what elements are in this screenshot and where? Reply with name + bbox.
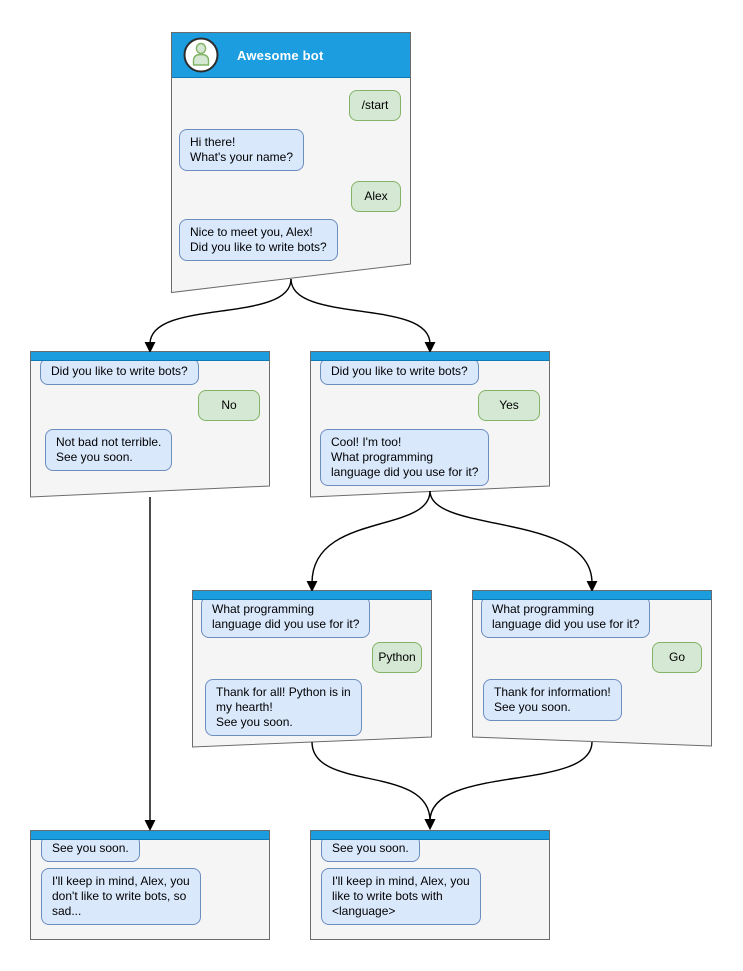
chat-window-branch-python: What programming language did you use fo… (192, 590, 432, 747)
bot-message-bubble: What programming language did you use fo… (481, 596, 651, 638)
user-message-bubble: Python (372, 642, 422, 673)
bot-message-bubble: What programming language did you use fo… (201, 596, 371, 638)
bot-message-bubble: I'll keep in mind, Alex, you like to wri… (321, 868, 481, 925)
user-message-bubble: No (198, 390, 260, 421)
chat-window-branch-go: What programming language did you use fo… (472, 590, 712, 746)
bot-name-title: Awesome bot (237, 47, 324, 63)
titlebar (193, 591, 431, 600)
edge-yes-to-python (306, 490, 431, 592)
edge-root-to-yes (290, 278, 436, 353)
chat-window-branch-no: Did you like to write bots? No Not bad n… (30, 351, 270, 497)
titlebar (473, 591, 711, 600)
user-message-bubble: Alex (351, 181, 401, 212)
edge-yes-to-go (429, 490, 598, 592)
chat-window-root: Awesome bot /start Hi there! What's your… (171, 32, 411, 293)
titlebar (31, 352, 269, 361)
bot-message-bubble: Nice to meet you, Alex! Did you like to … (179, 219, 338, 261)
user-message-bubble: Yes (478, 390, 540, 421)
bot-message-bubble: Cool! I'm too! What programming language… (320, 429, 490, 486)
chat-window-end-yes: See you soon. I'll keep in mind, Alex, y… (310, 830, 550, 940)
chat-window-end-no: See you soon. I'll keep in mind, Alex, y… (30, 830, 270, 940)
edge-root-to-no (144, 278, 292, 353)
bot-message-bubble: Thank for all! Python is in my hearth! S… (205, 679, 362, 736)
titlebar: Awesome bot (172, 33, 410, 78)
edge-go-to-end (424, 741, 593, 830)
bot-message-bubble: Did you like to write bots? (40, 358, 199, 385)
user-message-bubble: /start (349, 90, 401, 121)
bot-avatar-icon (183, 37, 219, 73)
titlebar (311, 352, 549, 361)
titlebar (31, 831, 269, 840)
bot-message-bubble: I'll keep in mind, Alex, you don't like … (41, 868, 201, 925)
bot-message-bubble: Did you like to write bots? (320, 358, 479, 385)
bot-message-bubble: Hi there! What's your name? (179, 129, 305, 171)
chat-window-branch-yes: Did you like to write bots? Yes Cool! I'… (310, 351, 550, 497)
bot-message-bubble: Not bad not terrible. See you soon. (45, 429, 173, 471)
bot-message-bubble: Thank for information! See you soon. (483, 679, 622, 721)
edge-python-to-end (311, 741, 436, 830)
titlebar (311, 831, 549, 840)
user-message-bubble: Go (652, 642, 702, 673)
